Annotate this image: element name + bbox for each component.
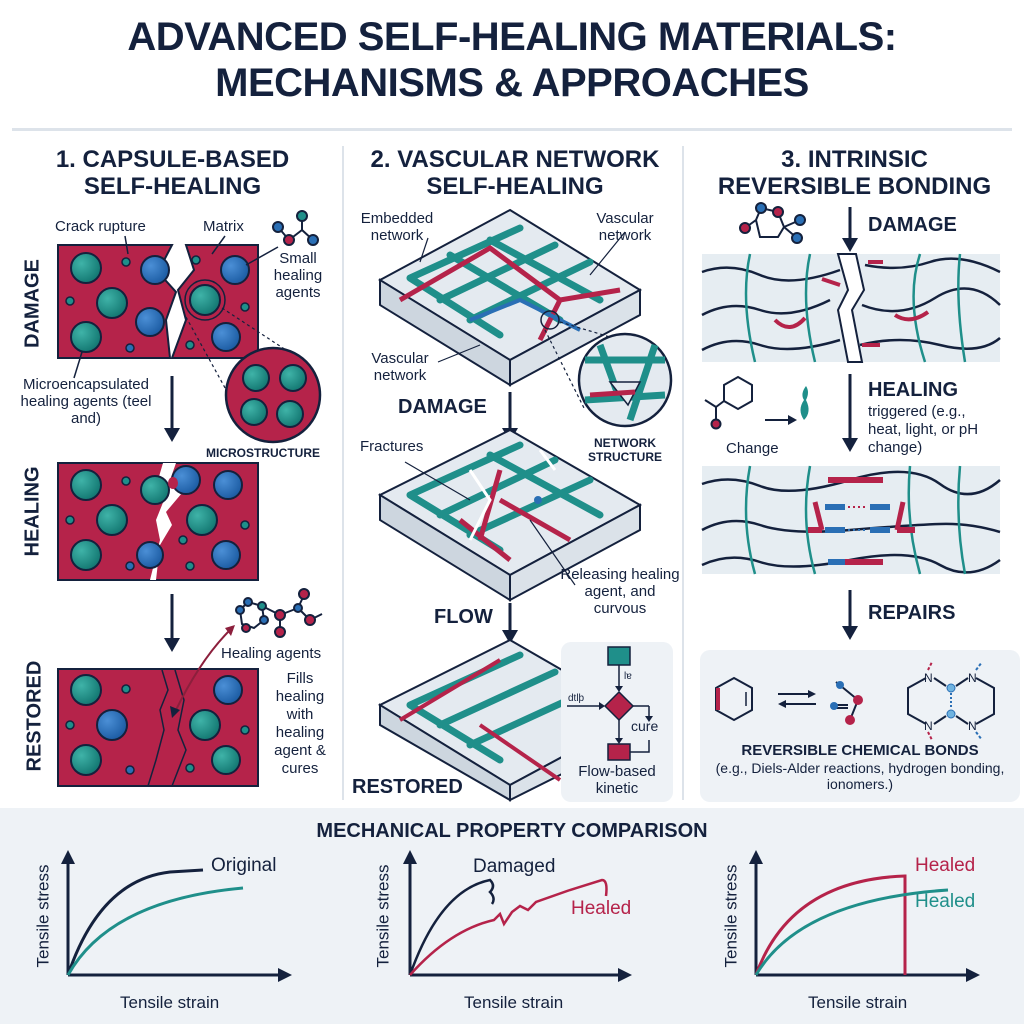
column-divider <box>342 146 344 800</box>
y-axis-label: Tensile stress <box>373 864 393 968</box>
label-flow-input: dtlþ <box>568 693 585 704</box>
stage-label-repairs: REPAIRS <box>868 602 956 624</box>
legend-original: Original <box>211 855 277 876</box>
flow-kinetic-diagram <box>567 646 653 761</box>
label-embedded-network: Embedded network <box>360 210 434 244</box>
label-healing-trigger: triggered (e.g., heat, light, or pH chan… <box>868 403 979 456</box>
title-divider <box>12 128 1012 131</box>
stage-label-healing-intrinsic: HEALING <box>868 379 958 401</box>
y-axis-label: Tensile stress <box>721 864 741 968</box>
intrinsic-bonding-illustration <box>701 202 1001 640</box>
flame-icon <box>800 386 809 420</box>
svg-text:N: N <box>924 719 933 733</box>
page-title-line2: MECHANISMS & APPROACHES <box>215 61 809 105</box>
label-microstructure: MICROSTRUCTURE <box>206 446 320 460</box>
microstructure-zoom <box>224 346 322 444</box>
legend-healed-crimson: Healed <box>915 855 976 876</box>
page-title: ADVANCED SELF-HEALING MATERIALS: MECHANI… <box>0 14 1024 106</box>
mechanical-comparison-section <box>0 808 1024 1024</box>
stage-label-flow: FLOW <box>434 606 493 628</box>
section-intrinsic-title: 3. INTRINSIC REVERSIBLE BONDING <box>717 146 992 200</box>
label-network-structure: NETWORK STRUCTURE <box>588 436 662 464</box>
flow-kinetic-panel <box>561 642 673 802</box>
page-title-line1: ADVANCED SELF-HEALING MATERIALS: <box>127 15 897 59</box>
section-vascular-title: 2. VASCULAR NETWORK SELF-HEALING <box>370 146 660 200</box>
legend-healed-teal: Healed <box>915 891 976 912</box>
capsule-healing-illustration <box>57 462 323 787</box>
chart-original <box>61 850 292 982</box>
reversible-bonds-diagram: N N N N <box>715 661 995 741</box>
section-capsule-title: 1. CAPSULE-BASED SELF-HEALING <box>55 146 290 200</box>
vascular-slab-intact <box>377 208 643 387</box>
molecule-icon <box>272 210 319 246</box>
label-microencapsulated-agents: Microencapsulated healing agents (teel a… <box>20 376 152 427</box>
reversible-bonds-panel <box>700 650 1020 802</box>
label-matrix: Matrix <box>203 218 244 235</box>
label-bonds-examples: (e.g., Diels-Alder reactions, hydrogen b… <box>715 760 1005 792</box>
label-flow-based-kinetic: Flow-based kinetic <box>578 763 656 797</box>
legend-healed: Healed <box>571 898 632 919</box>
label-flow-step: lɐ <box>624 671 632 682</box>
label-healing-agents: Healing agents <box>221 645 322 662</box>
label-reversible-chemical-bonds: REVERSIBLE CHEMICAL BONDS <box>741 742 979 759</box>
chart-healed-comparison <box>749 850 980 982</box>
capsule-damage-illustration <box>57 210 322 444</box>
legend-damaged: Damaged <box>473 856 556 877</box>
label-cure: cure <box>631 718 659 734</box>
healing-agent-molecule-icon <box>235 588 323 638</box>
vascular-slab-damaged <box>377 428 643 602</box>
comparison-title: MECHANICAL PROPERTY COMPARISON <box>316 820 708 842</box>
svg-text:N: N <box>968 671 977 685</box>
stage-label-restored-vascular: RESTORED <box>352 776 463 798</box>
label-releasing-agent: Releasing healing agent, and curvous <box>560 566 680 617</box>
x-axis-label: Tensile strain <box>120 993 220 1012</box>
label-small-healing-agents: Small healing agents <box>273 250 323 301</box>
label-vascular-network-side: Vascular network <box>371 350 429 384</box>
label-fractures: Fractures <box>360 438 424 455</box>
x-axis-label: Tensile strain <box>464 993 564 1012</box>
benzene-trigger-icon <box>704 375 753 430</box>
chart-damaged-healed <box>403 850 632 982</box>
stage-label-damage-vascular: DAMAGE <box>398 396 487 418</box>
svg-text:N: N <box>924 671 933 685</box>
label-change: Change <box>726 440 779 457</box>
column-divider <box>682 146 684 800</box>
ring-molecule-icon <box>739 202 806 244</box>
y-axis-label: Tensile stress <box>33 864 53 968</box>
stage-label-damage-intrinsic: DAMAGE <box>868 214 957 236</box>
hydrogen-bond-ring-icon <box>907 677 995 725</box>
x-axis-label: Tensile strain <box>808 993 908 1012</box>
svg-text:N: N <box>968 719 977 733</box>
label-fills-healing: Fills healing with healing agent & cures <box>274 670 326 777</box>
label-vascular-network-top: Vascular network <box>596 210 654 244</box>
label-crack-rupture: Crack rupture <box>55 218 146 235</box>
